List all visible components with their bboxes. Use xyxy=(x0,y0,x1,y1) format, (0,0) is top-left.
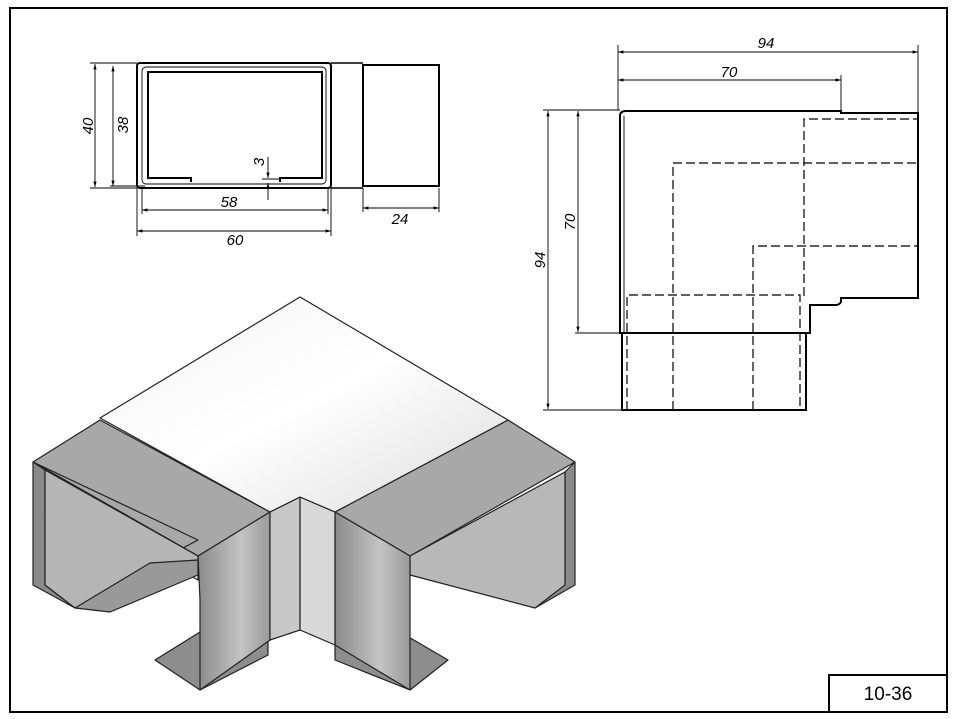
side-view: 94 70 94 70 xyxy=(532,35,919,411)
dim-overall-height: 94 xyxy=(532,252,549,269)
dim-overall-width: 94 xyxy=(758,35,775,52)
vertical-insert xyxy=(621,332,807,411)
elbow-top-face xyxy=(99,296,509,513)
title-block: 10-36 xyxy=(828,674,948,713)
dim-body-height: 70 xyxy=(562,213,579,230)
insert-tube xyxy=(362,64,440,187)
dim-inner-height: 38 xyxy=(115,116,132,133)
dim-inner-width: 58 xyxy=(221,194,238,211)
isometric-view xyxy=(32,296,576,691)
section-view: 40 38 3 58 60 24 xyxy=(80,62,440,249)
profile-inner xyxy=(147,71,323,182)
dim-body-width: 70 xyxy=(721,64,738,81)
sheet-border xyxy=(9,7,948,713)
elbow-body xyxy=(619,110,919,334)
profile-outer xyxy=(136,62,332,189)
dim-insert-length: 24 xyxy=(391,211,409,228)
dim-outer-height: 40 xyxy=(80,117,97,134)
dim-wall: 3 xyxy=(251,157,268,166)
drawing-number: 10-36 xyxy=(864,684,913,705)
dim-outer-width: 60 xyxy=(227,232,244,249)
